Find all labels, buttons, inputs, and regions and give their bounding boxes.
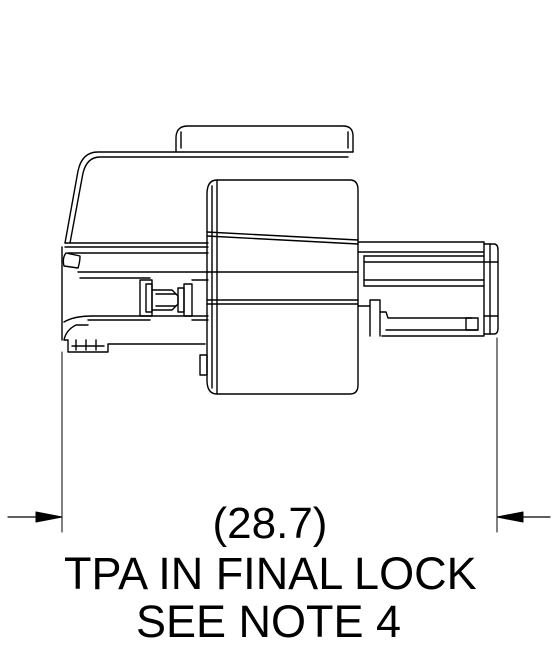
terminal-detail (139, 279, 209, 321)
dimension-label: (28.7) (212, 499, 328, 548)
plug-shaft (357, 241, 499, 337)
dimension-arrow-left (7, 511, 63, 523)
main-cylinder (199, 179, 359, 395)
top-latch (175, 125, 354, 153)
dimension-arrow-right (496, 511, 551, 523)
housing-body (61, 151, 354, 353)
dimension-extension-lines (61, 337, 498, 533)
note-line-see-note: SEE NOTE 4 (136, 596, 402, 647)
note-line-tpa-final-lock: TPA IN FINAL LOCK (64, 548, 477, 599)
